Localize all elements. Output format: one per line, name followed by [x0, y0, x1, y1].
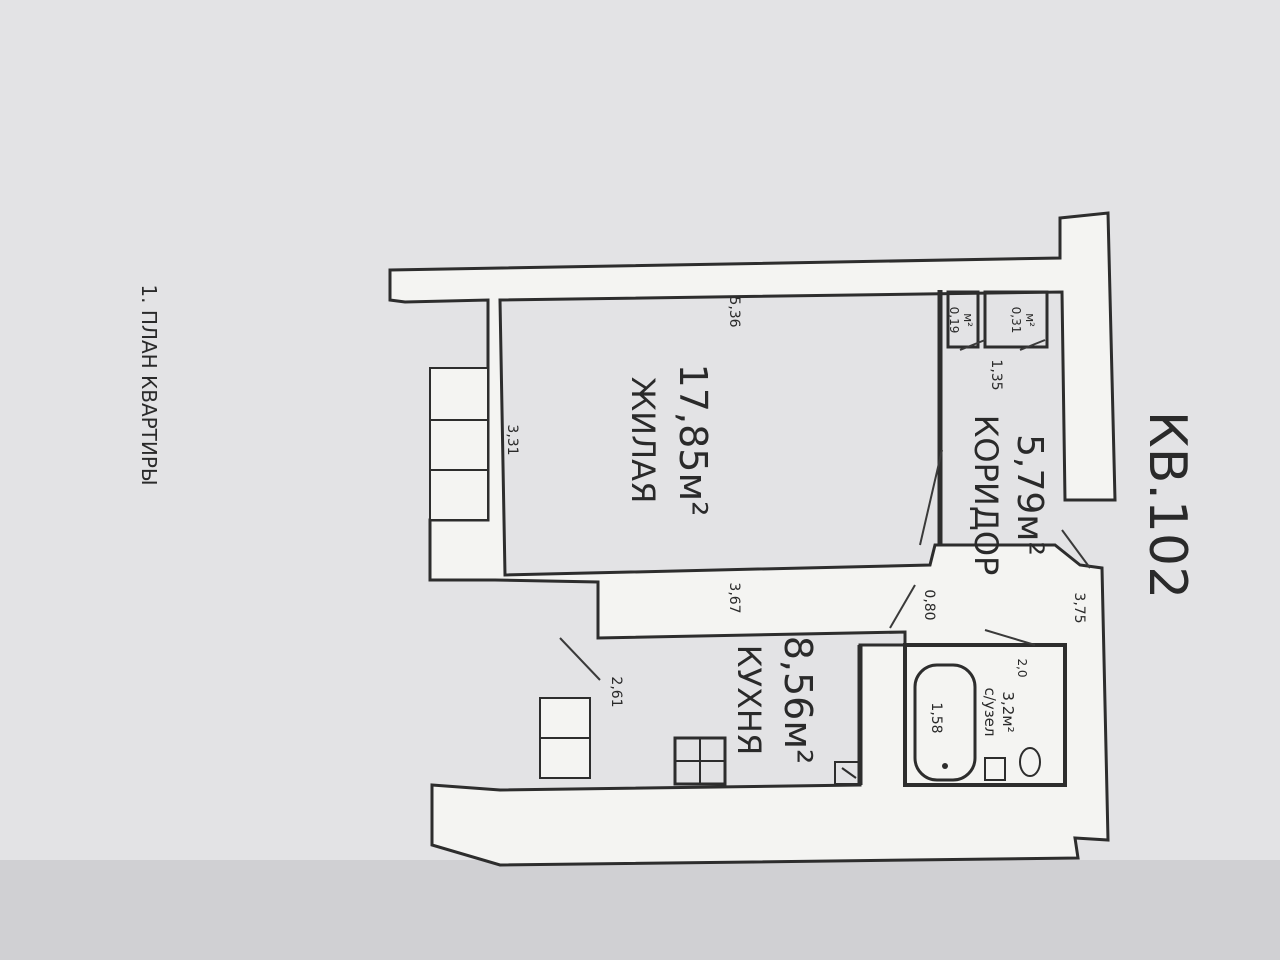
closet-1: [946, 290, 980, 349]
sink-bath: [984, 757, 1006, 781]
label-living-area: 17,85м²: [671, 364, 715, 517]
label-corridor-area: 5,79м²: [1009, 434, 1050, 556]
dim-living-length: 5,36: [726, 296, 742, 327]
dim-bath-depth: 2,0: [1015, 658, 1029, 677]
door-swing-kitchen-2: [559, 637, 601, 681]
door-swing-living: [919, 449, 943, 546]
bathroom-walls: [903, 643, 1067, 787]
apartment-number: КВ.102: [1137, 411, 1197, 599]
label-bath-name: с/узел: [981, 688, 999, 737]
dim-passage: 0,80: [921, 589, 937, 620]
dim-kitchen-width: 2,61: [608, 676, 624, 707]
dim-corridor-length: 3,75: [1071, 592, 1087, 623]
label-corridor-name: КОРИДОР: [967, 415, 1005, 576]
door-swing-kitchen: [889, 584, 916, 629]
dim-living-width: 3,31: [504, 424, 520, 455]
bath-door: [984, 629, 1036, 646]
toilet: [1019, 747, 1041, 777]
closet-2: [983, 290, 1049, 349]
paper-shadow: [0, 860, 1280, 960]
window-living: [429, 367, 489, 521]
plan-heading: 1. ПЛАН КВАРТИРЫ: [137, 284, 161, 485]
label-living-name: ЖИЛАЯ: [624, 377, 662, 504]
label-closet-1: 0,19: [947, 307, 961, 334]
kitchen-sink: [834, 761, 862, 785]
closet-door-2: [1019, 339, 1046, 351]
label-bath-area: 3,2м²: [999, 691, 1017, 732]
door-swing-entry: [1061, 529, 1091, 569]
outer-walls: [388, 211, 1117, 867]
bathtub-drain: [942, 763, 948, 769]
label-closet-2: 0,31: [1009, 307, 1023, 334]
label-kitchen-area: 8,56м²: [776, 636, 820, 765]
bathtub: [913, 663, 977, 782]
kitchen-sink-tap: [841, 767, 857, 779]
label-kitchen-name: КУХНЯ: [730, 645, 768, 755]
label-closet-1-unit: м²: [961, 313, 975, 327]
dim-kitchen-length: 3,67: [726, 582, 742, 613]
dim-corridor-width: 1,35: [988, 359, 1004, 390]
closet-door-1: [959, 339, 986, 351]
dim-bath-width: 1,58: [928, 702, 944, 733]
label-closet-2-unit: м²: [1023, 313, 1037, 327]
